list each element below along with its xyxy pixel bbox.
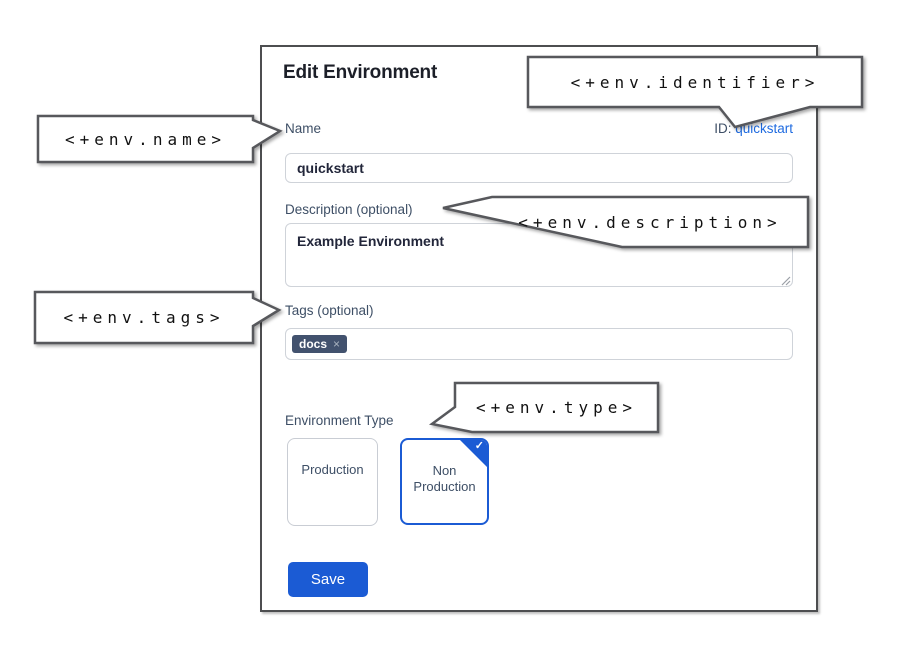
name-label: Name <box>285 121 322 136</box>
check-icon: ✓ <box>474 440 484 452</box>
tags-input[interactable]: docs × <box>285 328 793 360</box>
id-prefix: ID: <box>714 121 732 136</box>
environment-type-options: Production ✓ Non Production <box>287 438 489 526</box>
non-production-card-label: Non Production <box>413 463 476 495</box>
description-textarea[interactable]: Example Environment <box>285 223 793 287</box>
name-input[interactable] <box>285 153 793 183</box>
environment-type-label: Environment Type <box>285 413 394 428</box>
description-label: Description (optional) <box>285 202 413 217</box>
name-label-row: Name ID: quickstart <box>285 121 793 136</box>
environment-id: ID: quickstart <box>714 121 793 136</box>
edit-environment-dialog: Edit Environment Name ID: quickstart Des… <box>260 45 818 612</box>
tags-label: Tags (optional) <box>285 303 374 318</box>
callout-text-name: <+env.name> <box>65 129 226 149</box>
production-card-label: Production <box>301 462 364 477</box>
non-production-type-card[interactable]: ✓ Non Production <box>400 438 489 525</box>
save-button[interactable]: Save <box>288 562 368 597</box>
dialog-title: Edit Environment <box>283 62 438 83</box>
tag-chip: docs × <box>292 335 348 353</box>
id-value-link[interactable]: quickstart <box>735 121 793 136</box>
tag-chip-text: docs <box>299 337 328 351</box>
callout-text-tags: <+env.tags> <box>63 308 225 327</box>
tag-remove-icon[interactable]: × <box>333 337 341 351</box>
callout-bubble-tags <box>33 290 282 345</box>
production-type-card[interactable]: Production <box>287 438 378 526</box>
callout-bubble-name <box>36 114 283 164</box>
